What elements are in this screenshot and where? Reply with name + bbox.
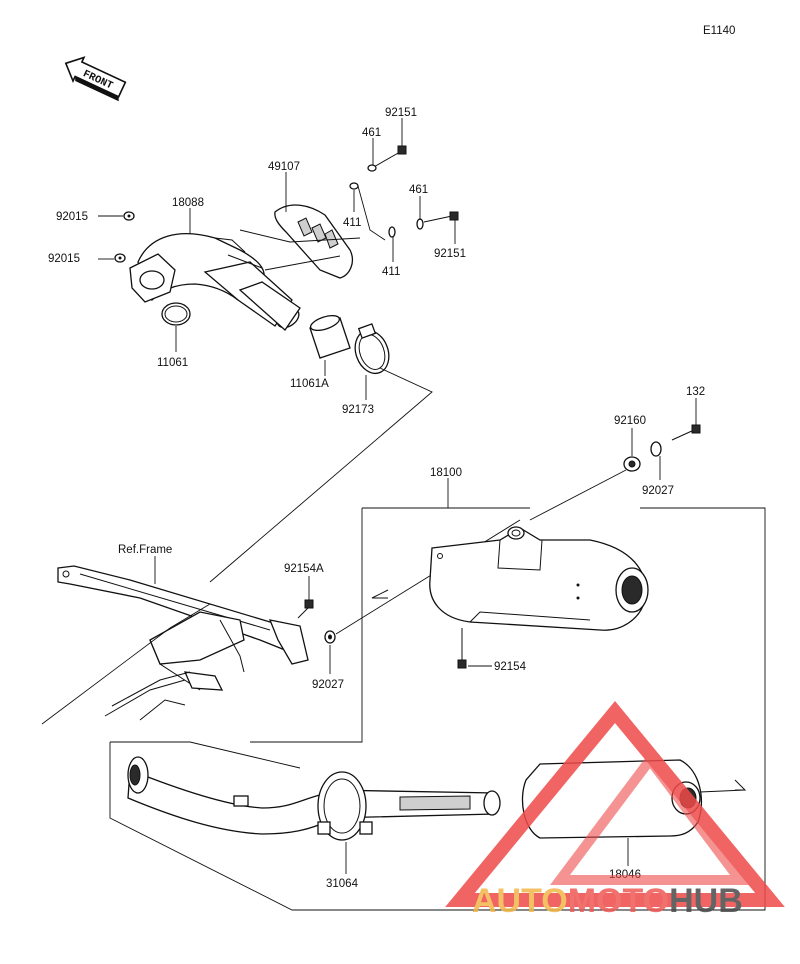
washer-461-right xyxy=(416,218,424,230)
label-18088: 18088 xyxy=(172,197,204,209)
sleeve-11061A xyxy=(309,314,351,359)
label-11061A: 11061A xyxy=(290,378,329,390)
label-461-top: 461 xyxy=(362,127,381,139)
label-92154A: 92154A xyxy=(284,563,324,575)
gasket-11061 xyxy=(161,302,191,326)
washer-92027-left xyxy=(324,630,336,644)
svg-text:AUTOMOTOHUB: AUTOMOTOHUB xyxy=(472,882,743,920)
watermark-logo: AUTOMOTOHUB xyxy=(445,700,785,920)
watermark-text-moto: MOTO xyxy=(568,882,669,920)
bolt-92154A xyxy=(297,599,314,619)
label-92015-a: 92015 xyxy=(56,211,88,223)
watermark-text-hub: HUB xyxy=(669,882,743,920)
label-411-bottom: 411 xyxy=(382,266,400,278)
label-92160: 92160 xyxy=(614,415,646,427)
bolt-92151-top xyxy=(371,145,407,169)
bolt-92154 xyxy=(457,628,467,669)
front-arrow-icon: FRONT xyxy=(64,56,127,102)
diagram-code: E1140 xyxy=(703,25,735,37)
frame-reference xyxy=(57,565,309,721)
label-49107: 49107 xyxy=(268,161,300,173)
collar-411-top xyxy=(349,182,359,190)
label-461-right: 461 xyxy=(409,184,428,196)
label-18100: 18100 xyxy=(430,467,462,479)
exhaust-pipe-lower xyxy=(127,756,501,841)
label-132: 132 xyxy=(686,386,705,398)
washer-461-top xyxy=(367,164,377,172)
heat-guard-49107 xyxy=(274,204,354,279)
watermark-text-auto: AUTO xyxy=(472,882,568,920)
bolt-132 xyxy=(671,424,701,441)
bolt-92151-right xyxy=(423,211,459,223)
label-92015-b: 92015 xyxy=(48,253,80,265)
nut-92015-a xyxy=(123,211,135,221)
label-92027-top: 92027 xyxy=(642,485,674,497)
label-92154: 92154 xyxy=(494,661,527,673)
damper-92160 xyxy=(623,456,641,472)
label-92151-right: 92151 xyxy=(434,248,466,260)
label-92151-top: 92151 xyxy=(385,107,417,119)
ref-frame-label: Ref.Frame xyxy=(118,544,172,556)
clamp-92173 xyxy=(354,323,390,375)
label-92027-left: 92027 xyxy=(312,679,344,691)
label-31064: 31064 xyxy=(326,878,359,890)
label-92173: 92173 xyxy=(342,404,374,416)
muffler-18100 xyxy=(429,526,649,631)
label-411-top: 411 xyxy=(343,217,361,229)
label-11061: 11061 xyxy=(157,357,188,369)
nut-92015-b xyxy=(114,253,126,263)
washer-92027-top xyxy=(650,441,662,457)
header-pipe-18088 xyxy=(129,233,301,331)
collar-411-bottom xyxy=(388,226,396,238)
